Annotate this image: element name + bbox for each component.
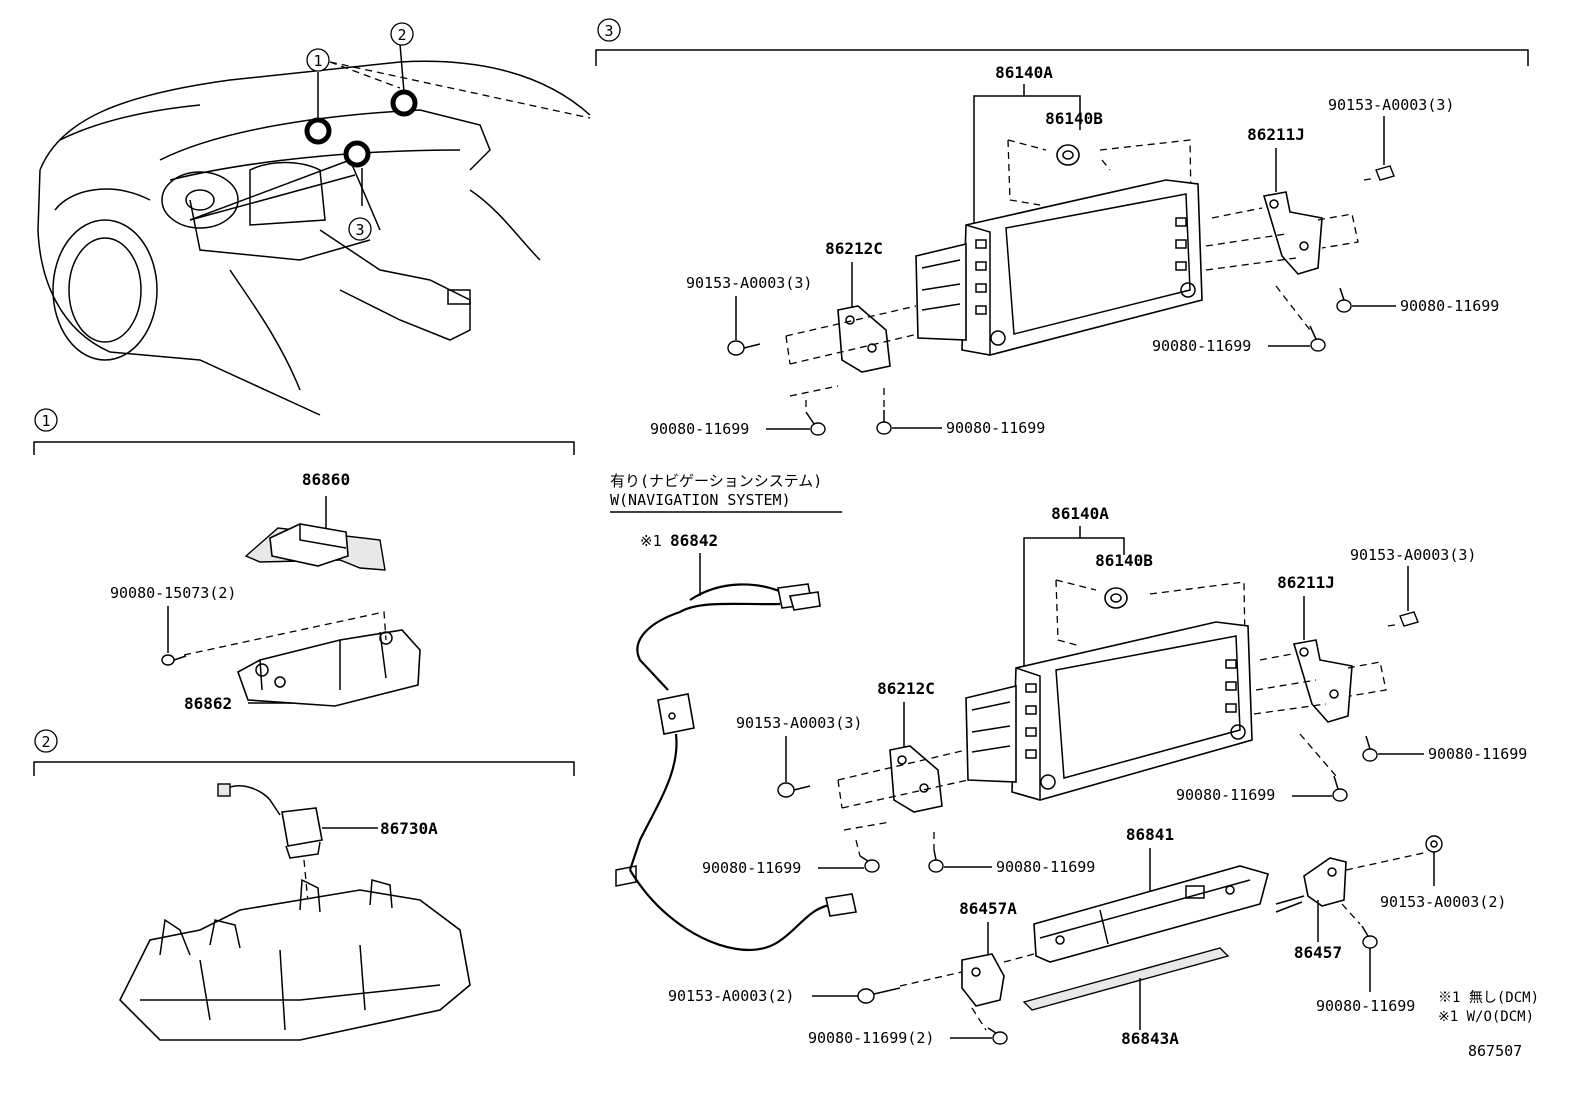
- bolt-90080-b2-dcm: [987, 1027, 1008, 1045]
- display-assembly-upper: 86140A 86140B 86212C: [650, 63, 1499, 438]
- display-buttons-lower: [1025, 659, 1246, 790]
- label-90080-bl-upper: 90080-11699: [650, 420, 749, 438]
- bolt-90153-tr-lower: [1399, 611, 1419, 627]
- footnotes: ※1 無し(DCM) ※1 W/O(DCM): [1438, 990, 1539, 1025]
- label-86212C-lower: 86212C: [877, 679, 935, 698]
- nav-note-en: W(NAVIGATION SYSTEM): [610, 491, 791, 509]
- label-90080-r1-lower: 90080-11699: [1428, 745, 1527, 763]
- bolt-90080-bl-lower: [859, 855, 880, 873]
- svg-text:1: 1: [313, 52, 322, 70]
- label-90080-bm-lower: 90080-11699: [996, 858, 1095, 876]
- navigation-note: 有り(ナビゲーションシステム) W(NAVIGATION SYSTEM): [610, 472, 842, 513]
- section-2: 2 86730A: [33, 729, 575, 1041]
- display-assembly-lower: 86140A 86140B 86212C 86211J: [702, 504, 1527, 877]
- bolt-90153-r-dcm: [1425, 835, 1443, 853]
- section-3-marker: 3: [604, 22, 613, 40]
- label-90080-r2-upper: 90080-11699: [1152, 337, 1251, 355]
- svg-text:2: 2: [397, 26, 406, 44]
- label-90153-bl-dcm: 90153-A0003(2): [668, 987, 794, 1005]
- bolt-90080-15073: [161, 654, 187, 666]
- label-90153-l-upper: 90153-A0003(3): [686, 274, 812, 292]
- label-90080-bl-lower: 90080-11699: [702, 859, 801, 877]
- bolt-90080-r1-upper: [1336, 287, 1352, 313]
- label-90080-r2-lower: 90080-11699: [1176, 786, 1275, 804]
- bolt-90153-l-lower: [777, 782, 811, 798]
- bolt-90080-br-dcm: [1361, 925, 1378, 949]
- label-90153-r-dcm: 90153-A0003(2): [1380, 893, 1506, 911]
- label-86457: 86457: [1294, 943, 1342, 962]
- label-86841: 86841: [1126, 825, 1174, 844]
- bolt-90153-tr-upper: [1375, 165, 1395, 181]
- label-90080-bm-upper: 90080-11699: [946, 419, 1045, 437]
- label-86860: 86860: [302, 470, 350, 489]
- section-1: 1 86860 86862 90080-15073(2): [33, 408, 575, 713]
- label-86730A: 86730A: [380, 819, 438, 838]
- label-86211J-upper: 86211J: [1247, 125, 1305, 144]
- label-86212C-upper: 86212C: [825, 239, 883, 258]
- vehicle-overview-illustration: [37, 43, 591, 416]
- display-buttons-upper: [975, 217, 1196, 346]
- nav-note-jp: 有り(ナビゲーションシステム): [610, 472, 822, 490]
- section-2-marker: 2: [41, 733, 50, 751]
- label-86843A: 86843A: [1121, 1029, 1179, 1048]
- bolt-90080-r2-upper: [1309, 325, 1326, 352]
- figure-id: 867507: [1468, 1042, 1522, 1060]
- wire-harness-86842: ※1 86842: [615, 531, 857, 952]
- label-86842: 86842: [670, 531, 718, 550]
- label-86457A: 86457A: [959, 899, 1017, 918]
- overview-marker-3: 3: [348, 217, 372, 241]
- label-86140B-lower: 86140B: [1095, 551, 1153, 570]
- footnote-jp: ※1 無し(DCM): [1438, 990, 1539, 1006]
- label-90080-br-dcm: 90080-11699: [1316, 997, 1415, 1015]
- label-90153-tr-upper: 90153-A0003(3): [1328, 96, 1454, 114]
- bolt-90153-bl-dcm: [857, 987, 901, 1004]
- label-90153-tr-lower: 90153-A0003(3): [1350, 546, 1476, 564]
- dcm-module-group: 86841 86843A 86457A 86457 90153-A0003(2): [668, 825, 1506, 1048]
- label-86862: 86862: [184, 694, 232, 713]
- bolt-90080-bl-upper: [805, 411, 826, 436]
- label-86140A-lower: 86140A: [1051, 504, 1109, 523]
- label-86140A-upper: 86140A: [995, 63, 1053, 82]
- label-90080-r1-upper: 90080-11699: [1400, 297, 1499, 315]
- section-3: 3: [595, 18, 1529, 66]
- bolt-90153-l-upper: [727, 340, 761, 356]
- bolt-90080-bm-lower: [928, 849, 944, 873]
- label-90080-15073: 90080-15073(2): [110, 584, 236, 602]
- bolt-90080-r1-lower: [1362, 735, 1378, 762]
- footnote-en: ※1 W/O(DCM): [1438, 1009, 1534, 1025]
- overview-marker-1: 1: [306, 48, 330, 72]
- overview-marker-2: 2: [390, 22, 414, 46]
- label-90153-l-lower: 90153-A0003(3): [736, 714, 862, 732]
- label-86140B-upper: 86140B: [1045, 109, 1103, 128]
- label-86211J-lower: 86211J: [1277, 573, 1335, 592]
- label-90080-b2-dcm: 90080-11699(2): [808, 1029, 934, 1047]
- svg-text:3: 3: [355, 221, 364, 239]
- bolt-90080-bm-upper: [876, 410, 892, 435]
- bolt-90080-r2-lower: [1332, 775, 1348, 802]
- note-mark-86842: ※1: [640, 532, 662, 550]
- section-1-marker: 1: [41, 412, 50, 430]
